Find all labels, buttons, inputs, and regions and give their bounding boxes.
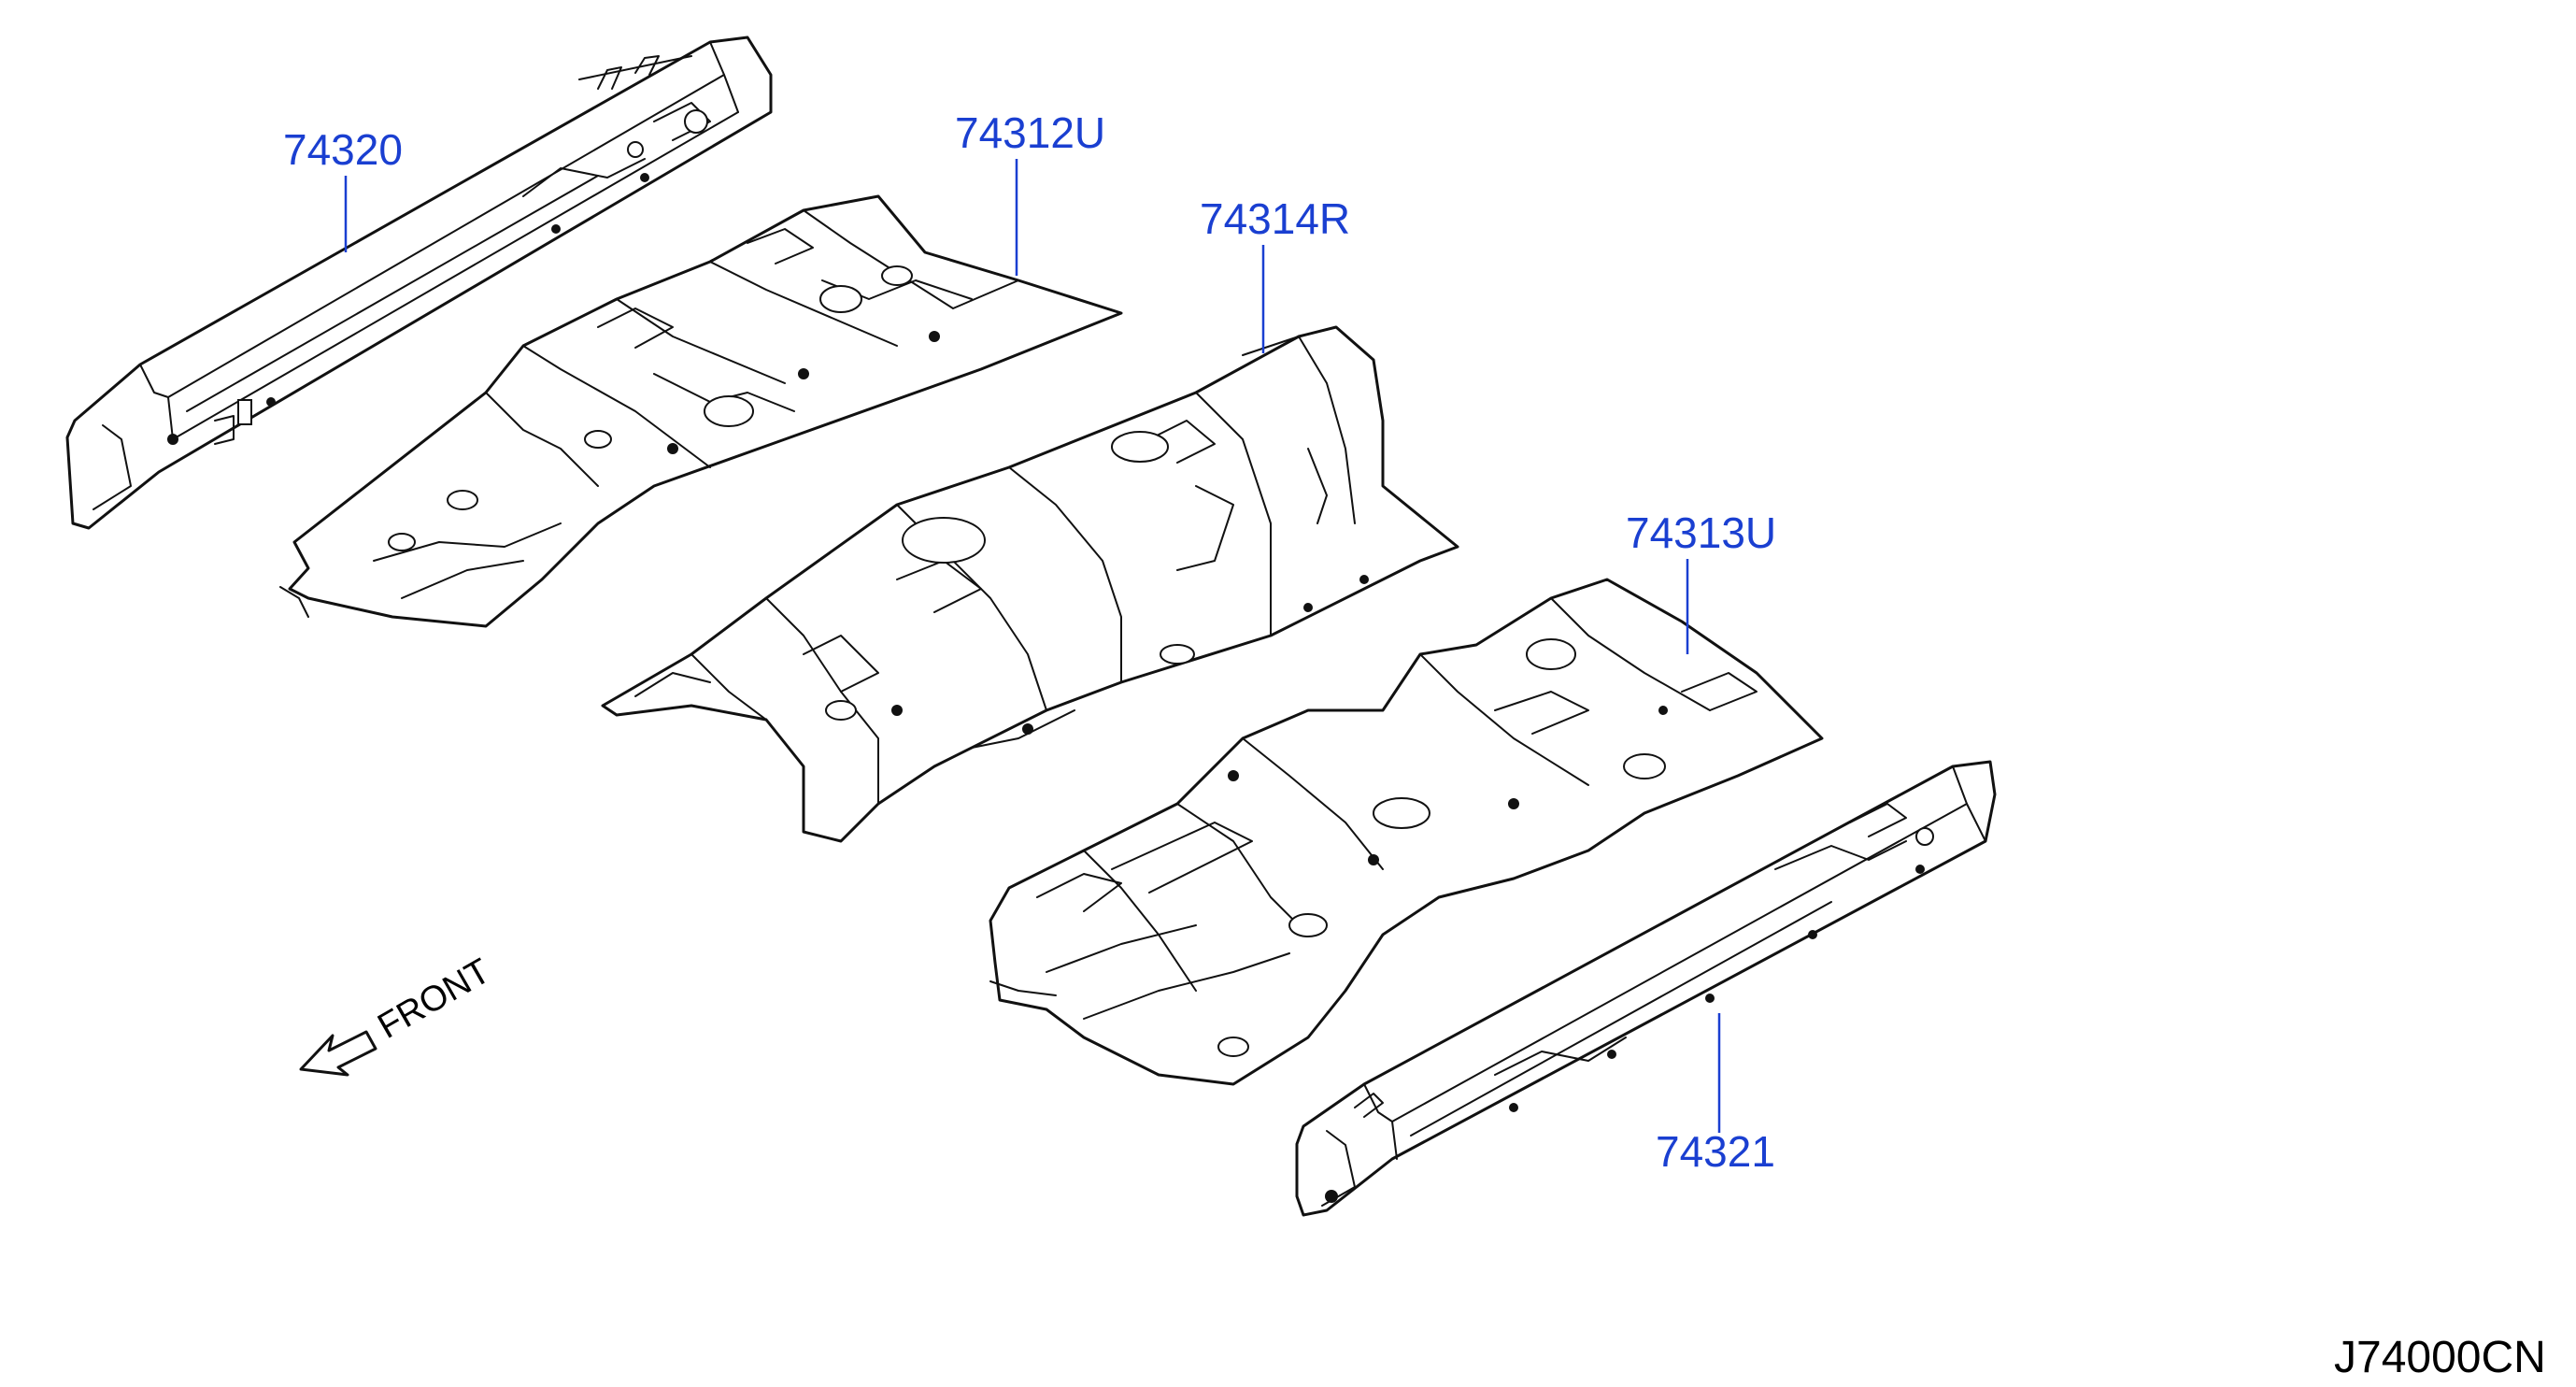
- part-74320-sill-member-left: [65, 36, 773, 530]
- leader-lines: [344, 159, 1721, 1133]
- front-label: FRONT: [372, 951, 497, 1047]
- part-label-74320: 74320: [283, 125, 403, 174]
- figure-code: J74000CN: [2334, 1333, 2546, 1382]
- part-label-74321: 74321: [1656, 1127, 1775, 1176]
- part-label-74314R: 74314R: [1200, 194, 1350, 243]
- part-labels: 74320 74312U 74314R 74313U 74321: [283, 108, 1776, 1176]
- front-indicator: FRONT: [299, 951, 497, 1077]
- part-74321-sill-member-right: [1295, 760, 1997, 1217]
- arrow-front-icon: [299, 1030, 377, 1077]
- part-74312U-front-floor: [279, 194, 1123, 628]
- part-label-74312U: 74312U: [955, 108, 1105, 157]
- part-label-74313U: 74313U: [1626, 508, 1776, 557]
- part-74313U-rear-floor: [989, 578, 1824, 1086]
- part-74314R-center-floor: [601, 325, 1459, 843]
